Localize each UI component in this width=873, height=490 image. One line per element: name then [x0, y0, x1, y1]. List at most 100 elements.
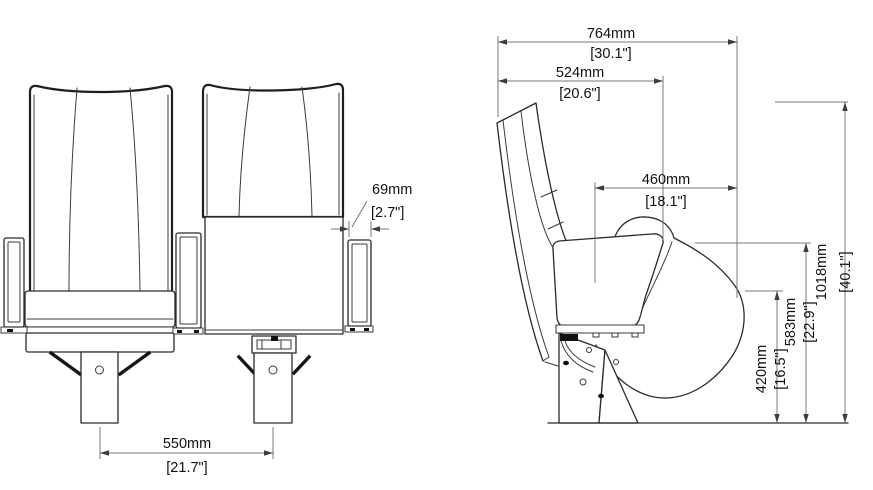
frame-tab: [631, 332, 639, 338]
dim-seat-depth-in-label: [18.1"]: [645, 194, 686, 210]
seat-underskirt: [25, 332, 175, 353]
side-pedestal: [558, 332, 639, 424]
dim-seat-depth-mm-label: 460mm: [642, 172, 690, 188]
seat-back-seams: [238, 86, 313, 217]
dim-centre-spacing-mm-label: 550mm: [163, 436, 211, 452]
dim-folded-depth-mm-label: 524mm: [556, 65, 604, 81]
dim-arrow: [264, 450, 273, 456]
dim-centre-spacing-in-label: [21.7"]: [166, 460, 207, 476]
dim-arrow: [100, 450, 109, 456]
side-seat-back: [496, 102, 568, 367]
dim-arrow: [842, 414, 848, 423]
armrest-left: [0, 237, 28, 334]
dim-extension-lines: [348, 221, 372, 237]
dim-armrest-height-in-label: [22.9"]: [802, 301, 818, 342]
seat-frame-bar: [555, 324, 645, 334]
back-rear-cushion-line: [502, 119, 550, 358]
mount-brace-left: [48, 350, 83, 377]
dim-folded-depth: 524mm [20.6"]: [498, 65, 664, 240]
armrest-left-foot-pad: [7, 329, 13, 332]
dim-armrest-width: 69mm [2.7"]: [331, 182, 412, 237]
armrest-right-foot-pad: [350, 328, 355, 331]
armrest-right-body: [347, 239, 372, 327]
linkage-pivot: [586, 347, 592, 353]
armrest-left-foot: [0, 326, 28, 334]
seat-hinge-strip: [26, 326, 174, 334]
dim-arrow: [371, 226, 380, 232]
dim-armrest-width-mm-label: 69mm: [372, 182, 412, 198]
dim-armrest-height: 583mm [22.9"]: [695, 242, 818, 423]
dim-arrow: [774, 291, 780, 300]
seat-back-inner-edges: [33, 94, 169, 291]
dim-arrow: [595, 185, 604, 191]
armrest-center-inner: [179, 236, 198, 325]
armrest-right-inner: [351, 243, 368, 323]
armrest-center-foot-pad: [194, 330, 199, 333]
dim-arrow: [498, 78, 507, 84]
front-view: 69mm [2.7"] 550mm [21.7"]: [0, 82, 412, 476]
armrest-right: [344, 239, 374, 333]
armrest-center: [171, 232, 204, 335]
pedestal-bolt-hole: [579, 378, 587, 386]
dim-extension-lines: [497, 36, 738, 298]
dim-arrow: [654, 78, 663, 84]
armrest-right-foot-pad: [364, 328, 369, 331]
back-division-ticks: [540, 189, 564, 230]
pedestal-front-left: [80, 351, 119, 424]
seat-back: [201, 82, 345, 219]
mount-brace-right: [291, 354, 312, 376]
dim-centre-spacing: 550mm [21.7"]: [99, 427, 274, 476]
dim-overall-height-in-label: [40.1"]: [838, 251, 854, 292]
side-view: 764mm [30.1"] 524mm [20.6"] 460mm [18.1"…: [496, 26, 854, 424]
pedestal-bolt-hole: [613, 359, 619, 365]
dim-extension-lines: [99, 427, 274, 459]
dim-seat-height-in-label: [16.5"]: [773, 348, 789, 389]
back-top-cap: [496, 102, 537, 124]
dim-arrow: [498, 39, 507, 45]
pedestal-bolt-hole: [268, 365, 278, 375]
front-left-seat: [24, 84, 176, 424]
dim-overall-height: 1018mm [40.1"]: [775, 101, 854, 423]
side-fold-mechanism: [555, 324, 645, 373]
seat-cushion-folded-up: [204, 216, 344, 335]
dim-arrow: [774, 414, 780, 423]
back-lower-tip: [542, 356, 559, 367]
mount-brace-right: [117, 350, 152, 377]
dim-overall-height-mm-label: 1018mm: [814, 244, 830, 300]
seat-back-inner-edges: [206, 92, 340, 216]
dim-seat-height-mm-label: 420mm: [754, 345, 770, 393]
back-rear-face: [496, 122, 544, 362]
pivot-block: [560, 334, 578, 341]
seat-back-seams: [68, 87, 141, 292]
fold-linkage-arm: [560, 340, 596, 373]
dim-arrow: [728, 39, 737, 45]
armrest-left-body: [3, 237, 25, 328]
dim-overall-depth-in-label: [30.1"]: [590, 46, 631, 62]
dim-seat-height: 420mm [16.5"]: [745, 290, 789, 423]
front-right-seat: [201, 82, 345, 424]
pedestal-front-right: [253, 352, 293, 424]
dim-seat-depth: 460mm [18.1"]: [594, 172, 737, 283]
frame-tab: [611, 332, 619, 338]
frame-tab: [592, 332, 600, 338]
seat-back: [28, 84, 174, 294]
dim-folded-depth-in-label: [20.6"]: [559, 86, 600, 102]
armrest-left-inner: [7, 241, 21, 323]
dim-arrow: [803, 414, 809, 423]
dim-arrow: [803, 243, 809, 252]
dim-arrow: [340, 226, 349, 232]
hinge-pivot-block: [271, 336, 278, 341]
dim-arrow: [842, 102, 848, 111]
seat-cushion-down: [24, 290, 176, 328]
linkage-bolt: [563, 360, 569, 366]
pedestal-bolt: [598, 393, 604, 399]
dim-armrest-height-mm-label: 583mm: [783, 298, 799, 346]
back-cushion-seam: [520, 110, 553, 247]
mount-brace-left: [236, 354, 257, 376]
pedestal-bolt-hole: [95, 365, 104, 375]
dim-overall-depth: 764mm [30.1"]: [497, 26, 738, 298]
dim-leader-line: [351, 200, 368, 228]
dim-arrow: [728, 185, 737, 191]
